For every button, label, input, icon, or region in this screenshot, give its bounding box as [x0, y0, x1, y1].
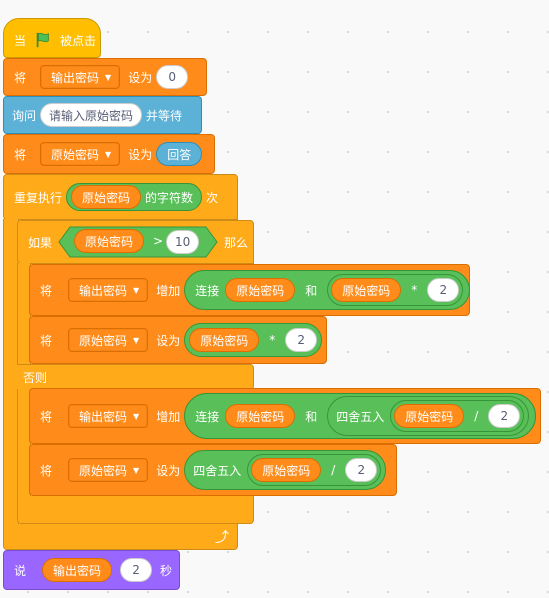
- number-input[interactable]: 2: [285, 328, 318, 352]
- ask-prompt-input[interactable]: 请输入原始密码: [40, 103, 143, 127]
- number-input[interactable]: 2: [488, 404, 521, 428]
- variable-dropdown[interactable]: 输出密码 ▼: [68, 278, 149, 302]
- round-reporter[interactable]: 四舍五入 原始密码 / 2: [184, 450, 387, 490]
- set-label: 将: [40, 283, 53, 298]
- variable-name: 输出密码: [51, 70, 100, 85]
- change-output-block[interactable]: 将 输出密码 ▼ 增加 连接 原始密码 和 原始密码 * 2: [29, 264, 471, 316]
- set-output-block[interactable]: 将 输出密码 ▼ 设为 0: [3, 58, 207, 96]
- number-input[interactable]: 2: [427, 278, 460, 302]
- to-label: 设为: [128, 70, 153, 85]
- change-by-label: 增加: [156, 283, 181, 298]
- variable-dropdown[interactable]: 原始密码 ▼: [68, 458, 149, 482]
- variable-reporter[interactable]: 输出密码: [42, 558, 113, 582]
- answer-reporter[interactable]: 回答: [156, 142, 203, 166]
- set-label: 将: [14, 70, 27, 85]
- then-label: 那么: [224, 235, 249, 250]
- repeat-label: 重复执行: [14, 190, 63, 205]
- number-input[interactable]: 2: [345, 458, 378, 482]
- variable-reporter[interactable]: 原始密码: [225, 404, 296, 428]
- join-label: 连接: [195, 283, 220, 298]
- set-original-product-block[interactable]: 将 原始密码 ▼ 设为 原始密码 * 2: [29, 316, 327, 364]
- set-original-round-block[interactable]: 将 原始密码 ▼ 设为 四舍五入 原始密码 / 2: [29, 444, 397, 496]
- when-label: 当: [14, 33, 27, 48]
- divide-label: /: [331, 463, 336, 477]
- variable-reporter[interactable]: 原始密码: [251, 458, 322, 482]
- dropdown-arrow-icon: ▼: [133, 411, 140, 421]
- to-label: 设为: [156, 333, 181, 348]
- multiply-reporter[interactable]: 原始密码 * 2: [327, 274, 464, 306]
- say-for-secs-block[interactable]: 说 输出密码 2 秒: [3, 550, 180, 590]
- wait-label: 并等待: [146, 108, 183, 123]
- variable-reporter[interactable]: 原始密码: [71, 185, 142, 209]
- join-reporter[interactable]: 连接 原始密码 和 原始密码 * 2: [184, 270, 471, 310]
- ask-and-wait-block[interactable]: 询问 请输入原始密码 并等待: [3, 96, 202, 134]
- value-input[interactable]: 0: [156, 65, 189, 89]
- repeat-block-bottom: ⤴: [3, 524, 238, 550]
- variable-name: 输出密码: [79, 409, 128, 424]
- variable-dropdown[interactable]: 原始密码 ▼: [68, 328, 149, 352]
- compare-value-input[interactable]: 10: [166, 230, 200, 254]
- round-reporter[interactable]: 四舍五入 原始密码 / 2: [327, 396, 530, 436]
- variable-reporter[interactable]: 原始密码: [394, 404, 465, 428]
- variable-reporter[interactable]: 原始密码: [189, 328, 260, 352]
- set-label: 将: [14, 147, 27, 162]
- length-of-reporter[interactable]: 原始密码 的字符数: [66, 183, 203, 211]
- if-else-block-bottom: [17, 496, 254, 524]
- divide-reporter[interactable]: 原始密码 / 2: [247, 454, 382, 486]
- set-label: 将: [40, 463, 53, 478]
- variable-reporter[interactable]: 原始密码: [225, 278, 296, 302]
- variable-dropdown[interactable]: 原始密码 ▼: [40, 142, 121, 166]
- dropdown-arrow-icon: ▼: [133, 285, 140, 295]
- seconds-label: 秒: [160, 563, 173, 578]
- greater-than-label: >: [153, 234, 164, 248]
- variable-name: 原始密码: [51, 147, 100, 162]
- length-of-label: 的字符数: [145, 190, 194, 205]
- set-label: 将: [40, 409, 53, 424]
- else-arm: 否则: [17, 364, 254, 390]
- variable-name: 原始密码: [79, 333, 128, 348]
- round-label: 四舍五入: [336, 409, 385, 424]
- dropdown-arrow-icon: ▼: [105, 72, 112, 82]
- dropdown-arrow-icon: ▼: [133, 335, 140, 345]
- loop-arrow-icon: ⤴: [215, 529, 229, 546]
- and-label: 和: [305, 283, 318, 298]
- round-label: 四舍五入: [193, 463, 242, 478]
- variable-reporter[interactable]: 原始密码: [74, 229, 145, 253]
- dropdown-arrow-icon: ▼: [133, 465, 140, 475]
- if-label: 如果: [28, 235, 53, 250]
- say-label: 说: [14, 563, 27, 578]
- change-output-round-block[interactable]: 将 输出密码 ▼ 增加 连接 原始密码 和 四舍五入 原始密码 / 2: [29, 388, 541, 444]
- clicked-label: 被点击: [59, 33, 96, 48]
- multiply-label: *: [269, 333, 276, 347]
- set-original-block[interactable]: 将 原始密码 ▼ 设为 回答: [3, 134, 215, 174]
- seconds-input[interactable]: 2: [120, 558, 153, 582]
- join-label: 连接: [195, 409, 220, 424]
- variable-name: 输出密码: [79, 283, 128, 298]
- change-by-label: 增加: [156, 409, 181, 424]
- and-label: 和: [305, 409, 318, 424]
- ask-label: 询问: [12, 108, 37, 123]
- variable-reporter[interactable]: 原始密码: [331, 278, 402, 302]
- set-label: 将: [40, 333, 53, 348]
- to-label: 设为: [156, 463, 181, 478]
- dropdown-arrow-icon: ▼: [105, 149, 112, 159]
- green-flag-icon: [36, 32, 49, 48]
- join-reporter[interactable]: 连接 原始密码 和 四舍五入 原始密码 / 2: [184, 393, 537, 439]
- to-label: 设为: [128, 147, 153, 162]
- divide-label: /: [474, 409, 479, 423]
- divide-reporter[interactable]: 原始密码 / 2: [390, 400, 525, 432]
- times-label: 次: [206, 190, 219, 205]
- else-label: 否则: [23, 370, 48, 385]
- variable-name: 原始密码: [79, 463, 128, 478]
- multiply-reporter[interactable]: 原始密码 * 2: [184, 323, 323, 357]
- repeat-block[interactable]: 重复执行 原始密码 的字符数 次: [3, 174, 238, 220]
- when-flag-clicked-block[interactable]: 当 被点击: [3, 18, 101, 58]
- multiply-label: *: [411, 283, 418, 297]
- variable-dropdown[interactable]: 输出密码 ▼: [68, 404, 149, 428]
- variable-dropdown[interactable]: 输出密码 ▼: [40, 65, 121, 89]
